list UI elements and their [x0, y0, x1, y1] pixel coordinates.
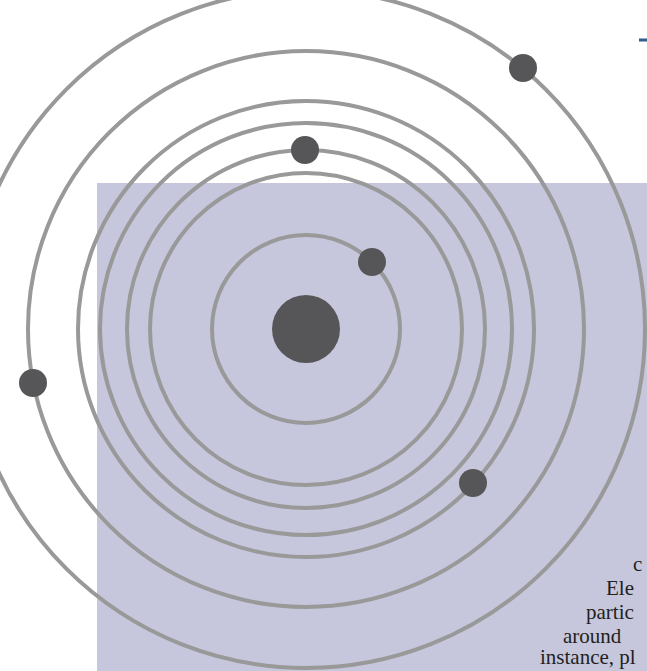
- paragraph-line: partic: [586, 601, 634, 624]
- electron: [459, 469, 487, 497]
- paragraph-line: around: [563, 625, 621, 648]
- electron: [291, 136, 319, 164]
- nucleus: [272, 295, 340, 363]
- heading-dash: [639, 39, 647, 42]
- particles: [19, 54, 537, 497]
- orbit-ring: [78, 101, 534, 557]
- electron: [358, 248, 386, 276]
- paragraph-line: Ele: [606, 577, 634, 600]
- paragraph-line: instance, pl: [540, 646, 636, 669]
- orbit-ring: [150, 173, 462, 485]
- orbit-ring: [28, 51, 584, 607]
- paragraph-line: c: [633, 553, 642, 576]
- orbit-ring: [127, 150, 485, 508]
- electron: [509, 54, 537, 82]
- orbit-ring: [100, 123, 512, 535]
- electron: [19, 369, 47, 397]
- orbit-ring: [212, 235, 400, 423]
